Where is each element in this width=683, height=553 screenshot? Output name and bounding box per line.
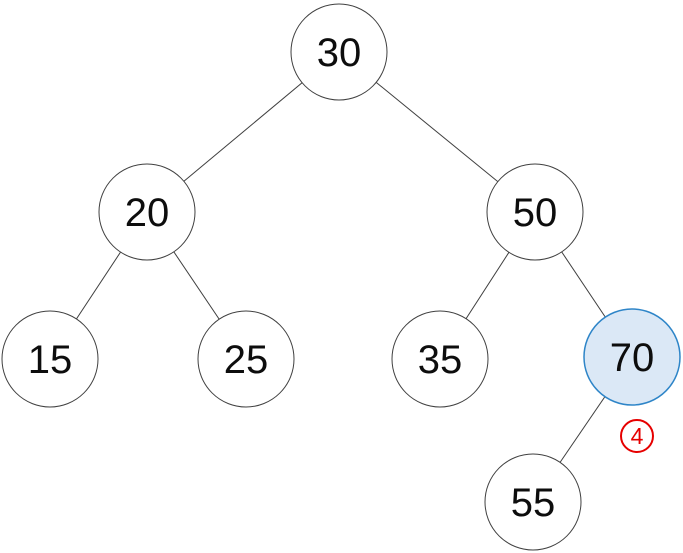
- tree-node-15: 15: [1, 310, 99, 408]
- tree-node-circle-50: [486, 163, 584, 261]
- tree-node-circle-30: [290, 3, 388, 101]
- tree-node-25: 25: [197, 310, 295, 408]
- tree-node-circle-55: [484, 453, 582, 551]
- tree-node-20: 20: [98, 163, 196, 261]
- step-number-badge: 4: [620, 419, 654, 453]
- tree-node-label-55: 55: [511, 481, 556, 525]
- tree-node-35: 35: [391, 310, 489, 408]
- tree-node-circle-20: [98, 163, 196, 261]
- tree-node-label-15: 15: [28, 338, 73, 382]
- tree-node-50: 50: [486, 163, 584, 261]
- tree-node-circle-25: [197, 310, 295, 408]
- tree-node-circle-35: [391, 310, 489, 408]
- tree-node-circle-15: [1, 310, 99, 408]
- tree-node-label-70: 70: [610, 336, 655, 380]
- tree-node-label-35: 35: [418, 338, 463, 382]
- tree-node-label-30: 30: [317, 31, 362, 75]
- tree-node-70: 70: [583, 308, 681, 406]
- tree-node-label-50: 50: [513, 191, 558, 235]
- tree-node-label-20: 20: [125, 191, 170, 235]
- tree-node-label-25: 25: [224, 338, 269, 382]
- tree-node-circle-70: [583, 308, 681, 406]
- tree-node-30: 30: [290, 3, 388, 101]
- tree-node-55: 55: [484, 453, 582, 551]
